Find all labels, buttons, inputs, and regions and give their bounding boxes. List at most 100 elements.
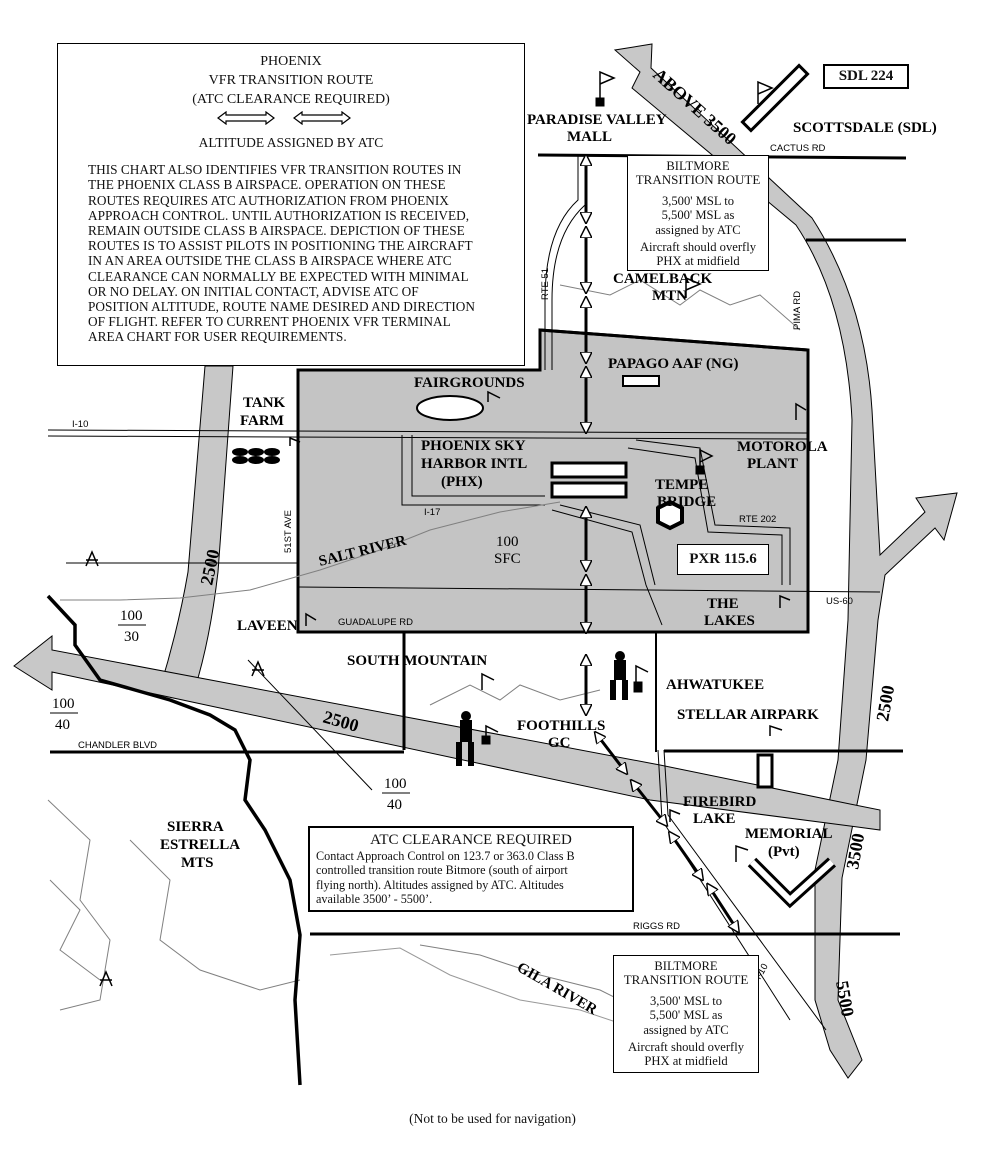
label-paradise-valley-1: PARADISE VALLEY [527,112,667,128]
label-phx-2: HARBOR INTL [421,456,527,472]
pxr-vortac-box: PXR 115.6 [677,544,769,575]
info-line: ROUTES REQUIRES ATC AUTHORIZATION FROM P… [88,192,449,208]
golfer-icon-foothills [456,711,474,766]
info-line: POSITION ALTITUDE, ROUTE NAME DESIRED AN… [88,299,475,315]
label-phx-1: PHOENIX SKY [421,438,526,454]
label-sierra-1: SIERRA [167,819,224,835]
road-guadalupe: GUADALUPE RD [338,617,413,628]
sdl-navaid-tag: SDL 224 [823,64,909,89]
road-rte51: RTE 51 [540,268,551,300]
route-alt-line: assigned by ATC [655,222,741,237]
airport-shapes [416,63,837,909]
info-line: ROUTES IS TO ASSIST PILOTS IN POSITIONIN… [88,238,473,254]
class-b-core [296,328,810,634]
map-labels: PARADISE VALLEY MALL SCOTTSDALE (SDL) CA… [160,112,937,1018]
label-camelback-2: MTN [652,288,687,304]
roads [47,153,907,1031]
label-scottsdale: SCOTTSDALE (SDL) [793,120,937,136]
label-ahwatukee: AHWATUKEE [666,677,764,693]
road-pima: PIMA RD [792,291,803,330]
road-cactus: CACTUS RD [770,143,826,154]
label-tank-2: FARM [240,413,284,429]
inner-bottom: SFC [494,551,521,567]
route-title-line: TRANSITION ROUTE [623,972,749,988]
atc-clearance-box: ATC CLEARANCE REQUIRED Contact Approach … [308,826,634,912]
atc-line: flying north). Altitudes assigned by ATC… [316,877,564,892]
gila-river-line [329,947,641,1031]
label-2500-east: 2500 [872,684,898,723]
atc-line: available 3500’ - 5500’. [316,892,433,907]
corridor-west-2500 [159,365,234,689]
label-motorola-2: PLANT [747,456,798,472]
route-note-line: Aircraft should overfly [627,1040,745,1055]
label-foothills-2: GC [548,735,571,751]
atc-title: ATC CLEARANCE REQUIRED [370,832,572,848]
info-panel: PHOENIX VFR TRANSITION ROUTE (ATC CLEARA… [57,43,525,366]
route-arrows [586,160,736,928]
biltmore-route-box-north: BILTMORE TRANSITION ROUTE 3,500' MSL to … [627,155,769,271]
road-rte202: RTE 202 [739,514,776,525]
route-alt-line: 5,500' MSL as [661,208,735,223]
label-stellar: STELLAR AIRPARK [677,707,819,723]
route-alt-line: 3,500' MSL to [661,193,735,208]
label-firebird-1: FIREBIRD [683,794,757,810]
sw-bottom: 40 [55,717,70,733]
info-title-2: VFR TRANSITION ROUTE [208,73,374,88]
label-memorial-2: (Pvt) [768,844,800,860]
flag-markers [289,70,807,862]
altitude-assigned-label: ALTITUDE ASSIGNED BY ATC [198,135,384,150]
west-boundary-line [46,594,302,1086]
label-sierra-3: MTS [181,855,214,871]
biltmore-route-box-south: BILTMORE TRANSITION ROUTE 3,500' MSL to … [613,955,759,1073]
label-gila-river: GILA RIVER [514,960,600,1019]
label-paradise-valley-2: MALL [567,129,612,145]
info-line: APPROACH CONTROL. UNTIL AUTHORIZATION IS… [88,207,470,223]
info-title-1: PHOENIX [260,54,322,69]
info-line: IN AN AREA OUTSIDE THE CLASS B AIRSPACE … [88,253,452,269]
road-i17: I-17 [424,507,440,518]
atc-line: controlled transition route Bitmore (sou… [316,863,568,878]
tank-farm-icon [232,448,280,464]
label-firebird-2: LAKE [693,811,736,827]
label-fairgrounds: FAIRGROUNDS [414,375,525,391]
road-riggs: RIGGS RD [633,921,680,932]
label-phx-3: (PHX) [441,474,483,490]
route-title-line: TRANSITION ROUTE [635,172,761,188]
route-title-line: BILTMORE [666,159,730,173]
south-top: 100 [384,776,407,792]
golfer-icon-ahwatukee [610,651,628,700]
small-airport-symbols [85,550,265,987]
west-bottom: 30 [124,629,139,645]
boundary-diagonal [247,659,373,791]
label-tank-1: TANK [243,395,286,411]
info-line: THE PHOENIX CLASS B AIRSPACE. OPERATION … [88,177,446,193]
road-us60: US-60 [826,596,853,607]
south-bottom: 40 [387,797,402,813]
label-lakes-1: THE [707,596,739,612]
info-line: CLEARANCE CAN NORMALLY BE EXPECTED WITH … [88,268,469,284]
inner-top: 100 [496,534,519,550]
info-line: THIS CHART ALSO IDENTIFIES VFR TRANSITIO… [88,162,462,178]
label-tempe-1: TEMPE [655,477,708,493]
label-foothills-1: FOOTHILLS [517,718,605,734]
route-alt-line: assigned by ATC [643,1022,729,1037]
terrain [47,279,801,1011]
road-51st-ave: 51ST AVE [283,510,294,553]
corridor-north-to-southeast [613,43,958,1079]
label-south-mountain: SOUTH MOUNTAIN [347,653,487,669]
label-sierra-2: ESTRELLA [160,837,240,853]
info-title-3: (ATC CLEARANCE REQUIRED) [192,92,390,107]
route-note-line: PHX at midfield [656,254,740,269]
road-i10-west: I-10 [72,419,88,430]
road-labels: CACTUS RD RTE 51 PIMA RD I-10 I-17 51ST … [72,143,853,982]
label-laveen: LAVEEN [237,618,298,634]
label-papago: PAPAGO AAF (NG) [608,356,739,372]
road-chandler: CHANDLER BLVD [78,740,157,751]
altitude-arrows-icon [72,110,510,129]
info-line: AREA CHART FOR USER REQUIREMENTS. [88,329,347,345]
route-note-line: Aircraft should overfly [639,240,757,255]
route-alt-line: 5,500' MSL as [649,1008,723,1023]
route-alt-line: 3,500' MSL to [649,993,723,1008]
